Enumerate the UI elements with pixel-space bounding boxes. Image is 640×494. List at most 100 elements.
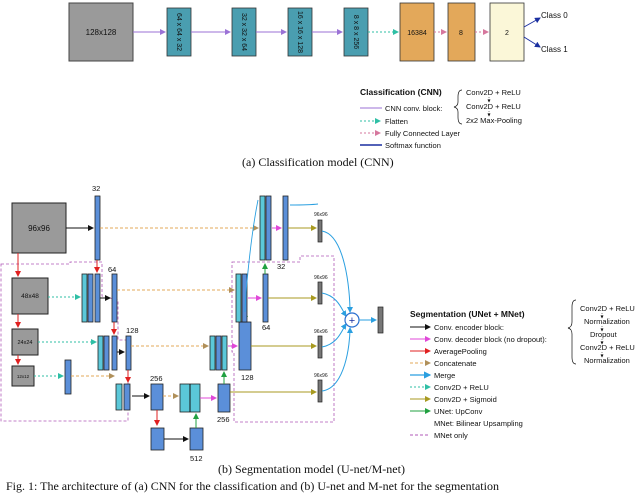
dec3-concat-c xyxy=(221,335,228,371)
cnn-legend-item-flatten: Flatten xyxy=(385,117,408,126)
cnn-conv-block-1-label: 64 x 64 x 32 xyxy=(175,13,182,51)
seg-legend-conv-sigmoid: Conv2D + Sigmoid xyxy=(434,395,497,404)
enc4-size-label: 256 xyxy=(150,374,163,383)
figure-footer: Fig. 1: The architecture of (a) CNN for … xyxy=(6,479,499,493)
dec2-concat-a xyxy=(235,273,242,323)
seg-legend-step-4: Conv2D + ReLU xyxy=(580,343,635,352)
enc3-block-b xyxy=(125,335,132,371)
enc3-concat-a xyxy=(97,335,104,371)
cnn-diagram: 128x128 64 x 64 x 32 32 x 32 x 64 16 x 1… xyxy=(68,2,568,62)
seg-legend-mnet-only: MNet only xyxy=(434,431,468,440)
cnn-flatten-block xyxy=(399,2,435,62)
cnn-legend-item-fc: Fully Connected Layer xyxy=(385,129,461,138)
cnn-input-label: 128x128 xyxy=(86,28,117,37)
dec3-concat-a xyxy=(209,335,216,371)
enc2-block xyxy=(94,273,101,323)
side-output-2 xyxy=(317,281,323,305)
cnn-class-1-label: Class 1 xyxy=(541,45,568,54)
cnn-legend-title: Classification (CNN) xyxy=(360,87,442,97)
seg-diagram: 96x96 48x48 24x24 12x12 32 64 1 xyxy=(0,184,384,463)
seg-legend-bilinear: MNet: Bilinear Upsampling xyxy=(434,419,523,428)
cnn-legend-item-conv: CNN conv. block: xyxy=(385,104,442,113)
cnn-legend-step-3: 2x2 Max-Pooling xyxy=(466,116,522,125)
seg-input-12-label: 12x12 xyxy=(17,374,30,379)
seg-legend-step-2: Normalization xyxy=(584,317,630,326)
seg-input-48-label: 48x48 xyxy=(21,293,39,300)
cnn-output-label: 2 xyxy=(505,30,509,37)
dec3-concat-b xyxy=(215,335,222,371)
bottleneck-size-label: 512 xyxy=(190,454,203,463)
cnn-legend-step-1: Conv2D + ReLU xyxy=(466,88,521,97)
enc4-block xyxy=(150,383,164,411)
cnn-conv-block-2 xyxy=(231,7,257,57)
merge-symbol: + xyxy=(349,315,355,327)
seg-input-24-label: 24x24 xyxy=(18,340,33,346)
side-output-1-label: 96x96 xyxy=(314,212,328,218)
enc3-block xyxy=(111,335,118,371)
seg-caption: (b) Segmentation model (U-net/M-net) xyxy=(218,462,405,476)
seg-legend-title: Segmentation (UNet + MNet) xyxy=(410,309,525,319)
dec4-block xyxy=(217,383,231,413)
mnet-frame-decoder xyxy=(231,255,335,423)
dec3-size-label: 128 xyxy=(241,373,254,382)
seg-legend-merge: Merge xyxy=(434,371,455,380)
side-output-2-label: 96x96 xyxy=(314,275,328,281)
dec2-concat-b xyxy=(241,273,248,323)
seg-legend-step-5: Normalization xyxy=(584,356,630,365)
bottleneck-block-a xyxy=(150,427,165,451)
seg-input-48 xyxy=(11,277,49,315)
cnn-conv-block-3-label: 16 x 16 x 128 xyxy=(296,11,303,53)
cnn-fc-block xyxy=(447,2,476,62)
side-output-3-label: 96x96 xyxy=(314,329,328,335)
enc3-size-label: 128 xyxy=(126,326,139,335)
dec2-size-label: 64 xyxy=(262,323,270,332)
enc4-block-a xyxy=(123,383,131,411)
side-output-4 xyxy=(317,379,323,403)
cnn-legend: Classification (CNN) CNN conv. block: Fl… xyxy=(360,87,522,150)
cnn-legend-step-2: Conv2D + ReLU xyxy=(466,102,521,111)
enc4-concat-a xyxy=(64,359,72,395)
enc2-concat-a xyxy=(81,273,88,323)
dec1-concat-a xyxy=(259,195,266,261)
cnn-caption: (a) Classification model (CNN) xyxy=(242,155,394,169)
seg-legend-concat: Concatenate xyxy=(434,359,477,368)
dec1-block xyxy=(282,195,289,261)
enc3-concat-b xyxy=(103,335,110,371)
cnn-conv-block-4-label: 8 x 8 x 256 xyxy=(352,15,359,49)
cnn-fc-label: 8 xyxy=(459,30,463,37)
dec1-size-label: 32 xyxy=(277,262,285,271)
enc1-block xyxy=(94,195,101,261)
cnn-input-block xyxy=(68,2,134,62)
cnn-legend-item-softmax: Softmax function xyxy=(385,141,441,150)
seg-legend-avgpool: AveragePooling xyxy=(434,347,487,356)
seg-legend-decoder: Conv. decoder block (no dropout): xyxy=(434,335,547,344)
dec4-size-label: 256 xyxy=(217,415,230,424)
seg-input-96 xyxy=(11,202,67,254)
enc1-size-label: 32 xyxy=(92,184,100,193)
seg-legend-encoder: Conv. encoder block: xyxy=(434,323,504,332)
mnet-frame-encoder xyxy=(0,261,131,422)
side-output-3 xyxy=(317,335,323,359)
dec1-concat-b xyxy=(265,195,272,261)
final-output xyxy=(377,306,384,334)
cnn-class-0-label: Class 0 xyxy=(541,11,568,20)
side-output-1 xyxy=(317,219,323,243)
seg-legend: Segmentation (UNet + MNet) Conv. encoder… xyxy=(410,299,635,440)
enc4-concat-b xyxy=(115,383,123,411)
seg-legend-step-1: Conv2D + ReLU xyxy=(580,304,635,313)
enc2-size-label: 64 xyxy=(108,265,116,274)
cnn-conv-block-1 xyxy=(166,7,192,57)
dec3-block xyxy=(238,321,252,371)
dec2-block xyxy=(262,273,269,323)
side-output-4-label: 96x96 xyxy=(314,373,328,379)
seg-legend-conv-relu: Conv2D + ReLU xyxy=(434,383,489,392)
cnn-conv-block-3 xyxy=(287,7,313,57)
seg-input-24 xyxy=(11,328,39,356)
enc2-concat-b xyxy=(87,273,94,323)
enc2-block-b xyxy=(111,273,118,323)
cnn-flatten-label: 16384 xyxy=(407,30,427,37)
seg-input-96-label: 96x96 xyxy=(28,224,50,233)
seg-legend-step-3: Dropout xyxy=(590,330,618,339)
bottleneck-block-b xyxy=(189,427,204,451)
